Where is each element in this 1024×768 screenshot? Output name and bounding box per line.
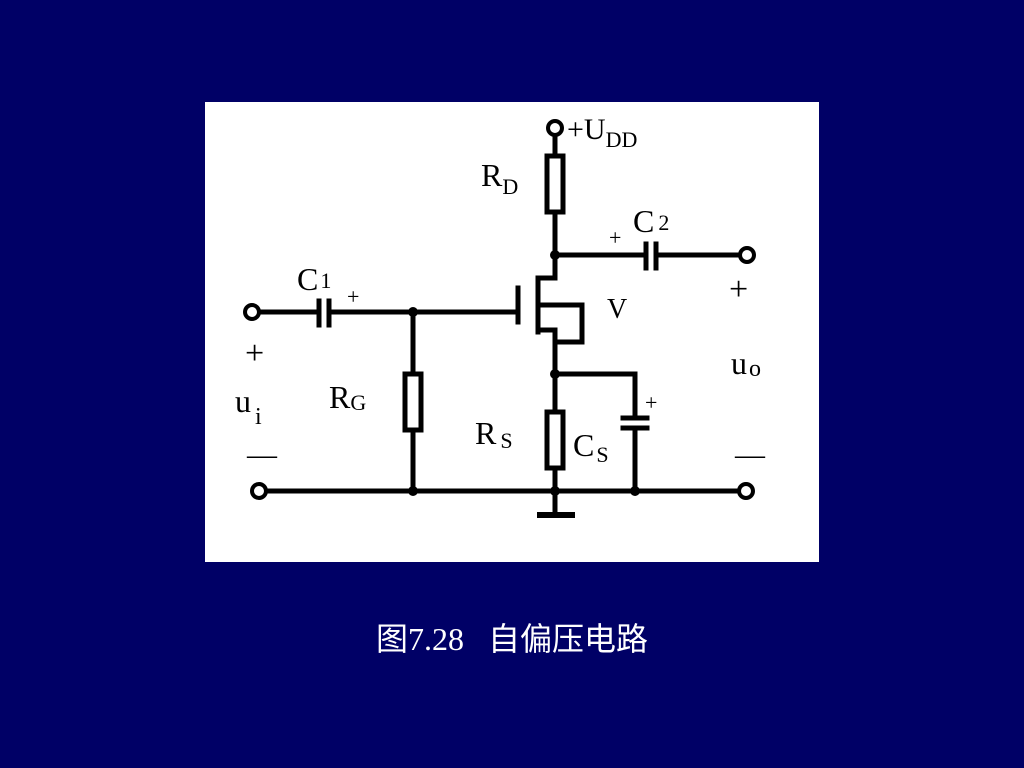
output-terminal-top [738, 246, 756, 264]
figure-caption: 图7.28 自偏压电路 [375, 621, 648, 657]
junction-ground-rg [408, 486, 418, 496]
input-terminal-top [243, 303, 261, 321]
cs-polarity-label: + [645, 390, 657, 415]
rg-resistor [402, 371, 424, 433]
c1-polarity-label: + [347, 284, 359, 309]
input-plus-label: + [245, 335, 264, 372]
input-minus-label: — [246, 438, 278, 471]
junction-ground-cs [630, 486, 640, 496]
output-voltage-label: uo [731, 345, 761, 382]
junction-source [550, 369, 560, 379]
supply-label: +UDD [567, 113, 637, 152]
cs-label: CS [573, 427, 609, 467]
rg-label: RG [329, 379, 366, 415]
output-minus-label: — [734, 438, 766, 471]
body-loop [552, 302, 585, 345]
supply-terminal [546, 119, 564, 137]
c2-polarity-label: + [609, 225, 621, 250]
junction-drain [550, 250, 560, 260]
junction-gate [408, 307, 418, 317]
output-terminal-bottom [737, 482, 755, 500]
input-terminal-bottom [250, 482, 268, 500]
c1-label: C1 [297, 261, 331, 297]
rd-label: RD [481, 157, 518, 199]
rd-resistor [544, 153, 566, 215]
rs-resistor [544, 409, 566, 471]
junction-ground-rs [550, 486, 560, 496]
transistor-label: V [607, 294, 627, 325]
output-plus-label: + [729, 271, 748, 308]
